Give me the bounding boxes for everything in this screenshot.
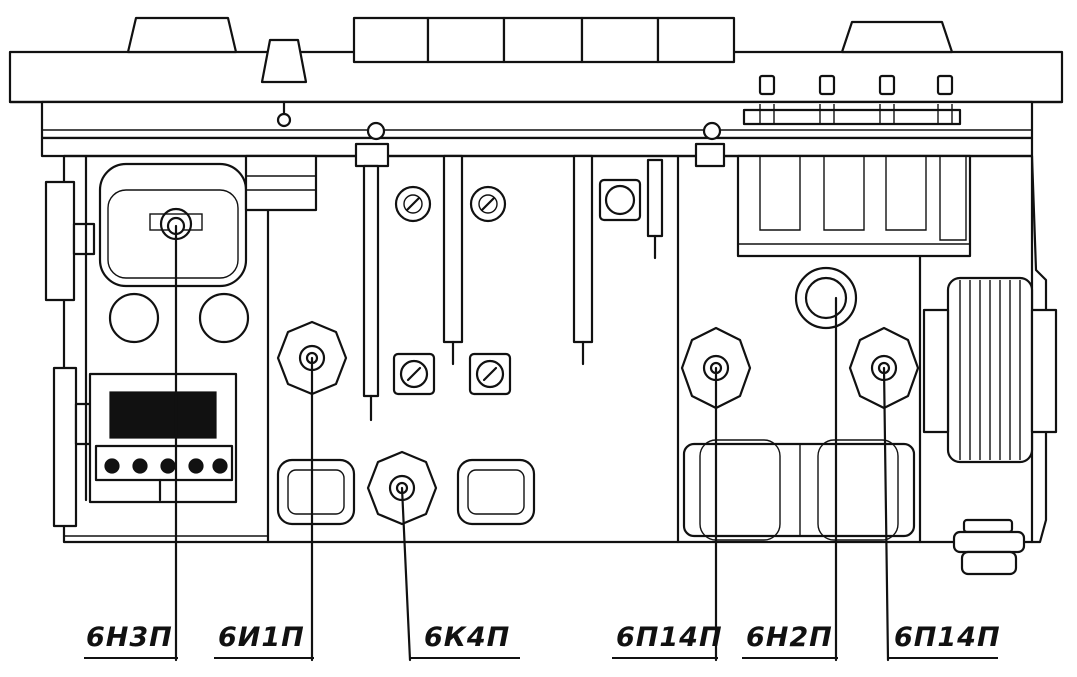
label-6k4p: 6К4П [424, 622, 511, 653]
leader-lines [174, 224, 890, 662]
round-holes-left [108, 292, 250, 344]
relay-block [88, 372, 238, 504]
tube-6n2p [794, 266, 858, 330]
transformers [682, 439, 916, 541]
cutouts [276, 458, 536, 526]
capacitor-bank [736, 154, 972, 258]
label-6i1p: 6И1П [218, 622, 305, 653]
underline-6p14p-right [888, 657, 998, 659]
pushbutton-bank [352, 16, 736, 64]
adjuster-knob [260, 38, 308, 128]
label-6n3p: 6Н3П [86, 622, 173, 653]
underline-6k4p [410, 657, 520, 659]
left-brackets [44, 154, 96, 528]
label-6n2p: 6Н2П [746, 622, 833, 653]
left-knob-housing [126, 16, 238, 54]
coil-assembly [922, 276, 1058, 464]
underline-6n3p [84, 657, 178, 659]
trimmers [392, 178, 642, 396]
connector-bottom [952, 518, 1026, 576]
underline-6p14p-left [612, 657, 718, 659]
right-knob-housing [840, 20, 954, 54]
label-6p14p-right: 6П14П [894, 622, 1001, 653]
underline-6i1p [214, 657, 314, 659]
tuning-rods [354, 121, 726, 422]
small-switches [742, 74, 962, 126]
shield-can-left [98, 154, 318, 288]
underline-6n2p [742, 657, 838, 659]
label-6p14p-left: 6П14П [616, 622, 723, 653]
top-rail [8, 50, 1064, 158]
